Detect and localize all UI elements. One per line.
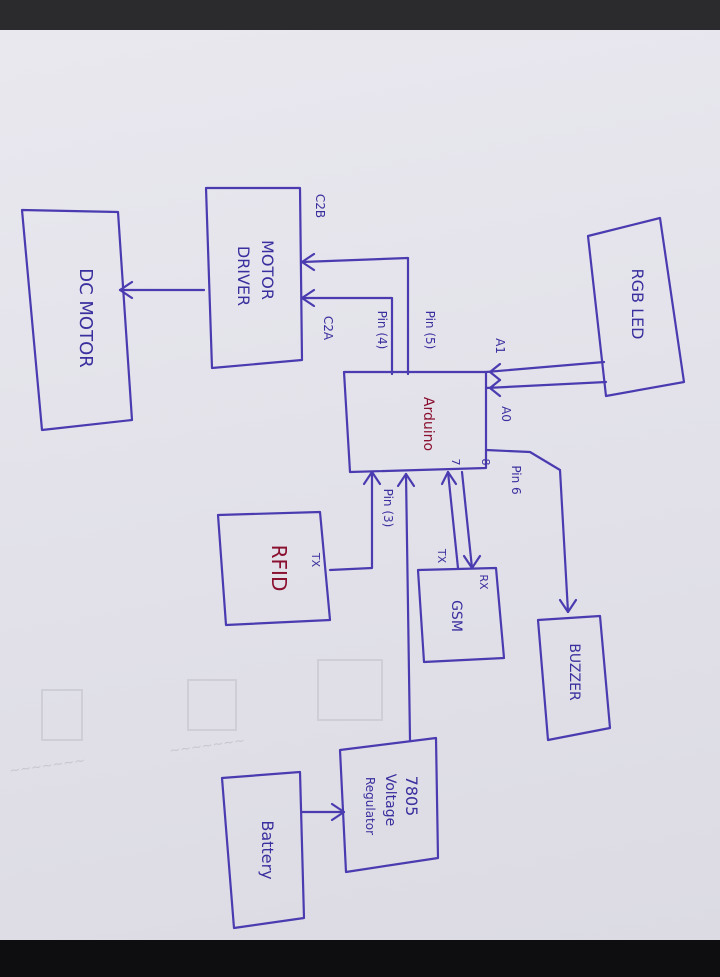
regulator-to-arduino-wire bbox=[404, 472, 412, 742]
motor-driver-box bbox=[204, 186, 304, 370]
gsm-rx-label: RX bbox=[477, 574, 490, 590]
rfid-box bbox=[216, 510, 332, 627]
rgb-led-box bbox=[586, 216, 686, 398]
pin3-label: Pin (3) bbox=[381, 489, 395, 528]
regulator-label-line3: Regulator bbox=[363, 777, 377, 835]
arrowhead-icon bbox=[330, 802, 346, 822]
bottom-navigation-bar bbox=[0, 940, 720, 977]
a1-label: A1 bbox=[493, 338, 507, 354]
arrowhead-icon bbox=[118, 280, 134, 300]
arrowhead-icon bbox=[300, 252, 316, 272]
pin8-label: 8 bbox=[479, 459, 492, 466]
arrowhead-icon bbox=[488, 378, 502, 398]
pin6-label: Pin 6 bbox=[509, 465, 523, 494]
c2b-label: C2B bbox=[313, 194, 327, 218]
rfid-tx-wire bbox=[328, 470, 374, 572]
a0-wire bbox=[484, 380, 608, 390]
paper-sheet bbox=[0, 30, 720, 942]
buzzer-label: BUZZER bbox=[566, 643, 582, 701]
a0-label: A0 bbox=[499, 406, 513, 422]
arrowhead-icon bbox=[300, 288, 316, 308]
buzzer-box bbox=[536, 614, 612, 742]
dc-motor-label: DC MOTOR bbox=[75, 268, 96, 368]
regulator-label-line1: 7805 bbox=[402, 776, 421, 817]
arrowhead-icon bbox=[362, 470, 382, 486]
pin4-label: Pin (4) bbox=[375, 311, 389, 350]
battery-box bbox=[220, 770, 306, 930]
svg-text:~~~~~~~: ~~~~~~~ bbox=[8, 753, 86, 778]
gsm-box bbox=[416, 566, 506, 664]
gsm-tx-label: TX bbox=[435, 548, 448, 564]
arrowhead-icon bbox=[440, 470, 458, 486]
arrowhead-icon bbox=[488, 362, 502, 382]
dc-motor-box bbox=[20, 208, 134, 432]
gsm-label: GSM bbox=[448, 600, 464, 632]
rfid-label: RFID bbox=[267, 545, 291, 592]
arduino-box bbox=[342, 370, 488, 474]
arduino-label: Arduino bbox=[420, 397, 436, 451]
pin5-label: Pin (5) bbox=[423, 311, 437, 350]
gsm-rx-wire bbox=[460, 470, 474, 570]
regulator-box bbox=[338, 736, 440, 874]
motor-driver-label-line2: DRIVER bbox=[234, 246, 253, 306]
rgb-led-label: RGB LED bbox=[628, 269, 647, 340]
pin5-wire bbox=[300, 256, 410, 376]
arrowhead-icon bbox=[462, 554, 482, 570]
gsm-tx-wire bbox=[446, 470, 460, 570]
connection-lines bbox=[118, 252, 608, 822]
svg-text:~~~~~~~: ~~~~~~~ bbox=[168, 733, 246, 758]
motor-driver-label-line1: MOTOR bbox=[258, 240, 277, 300]
rfid-tx-label: TX bbox=[309, 552, 322, 568]
c2a-label: C2A bbox=[321, 316, 335, 341]
pin6-wire bbox=[484, 448, 570, 614]
bleed-through-marks: ~~~~~~~ ~~~~~~~ bbox=[8, 659, 383, 779]
arrowhead-icon bbox=[558, 598, 578, 614]
a1-wire bbox=[484, 360, 606, 374]
battery-label: Battery bbox=[258, 820, 277, 879]
pin4-wire bbox=[300, 296, 394, 376]
regulator-label-line2: Voltage bbox=[382, 774, 398, 827]
pin7-label: 7 bbox=[449, 459, 462, 466]
arrowhead-icon bbox=[396, 472, 416, 488]
